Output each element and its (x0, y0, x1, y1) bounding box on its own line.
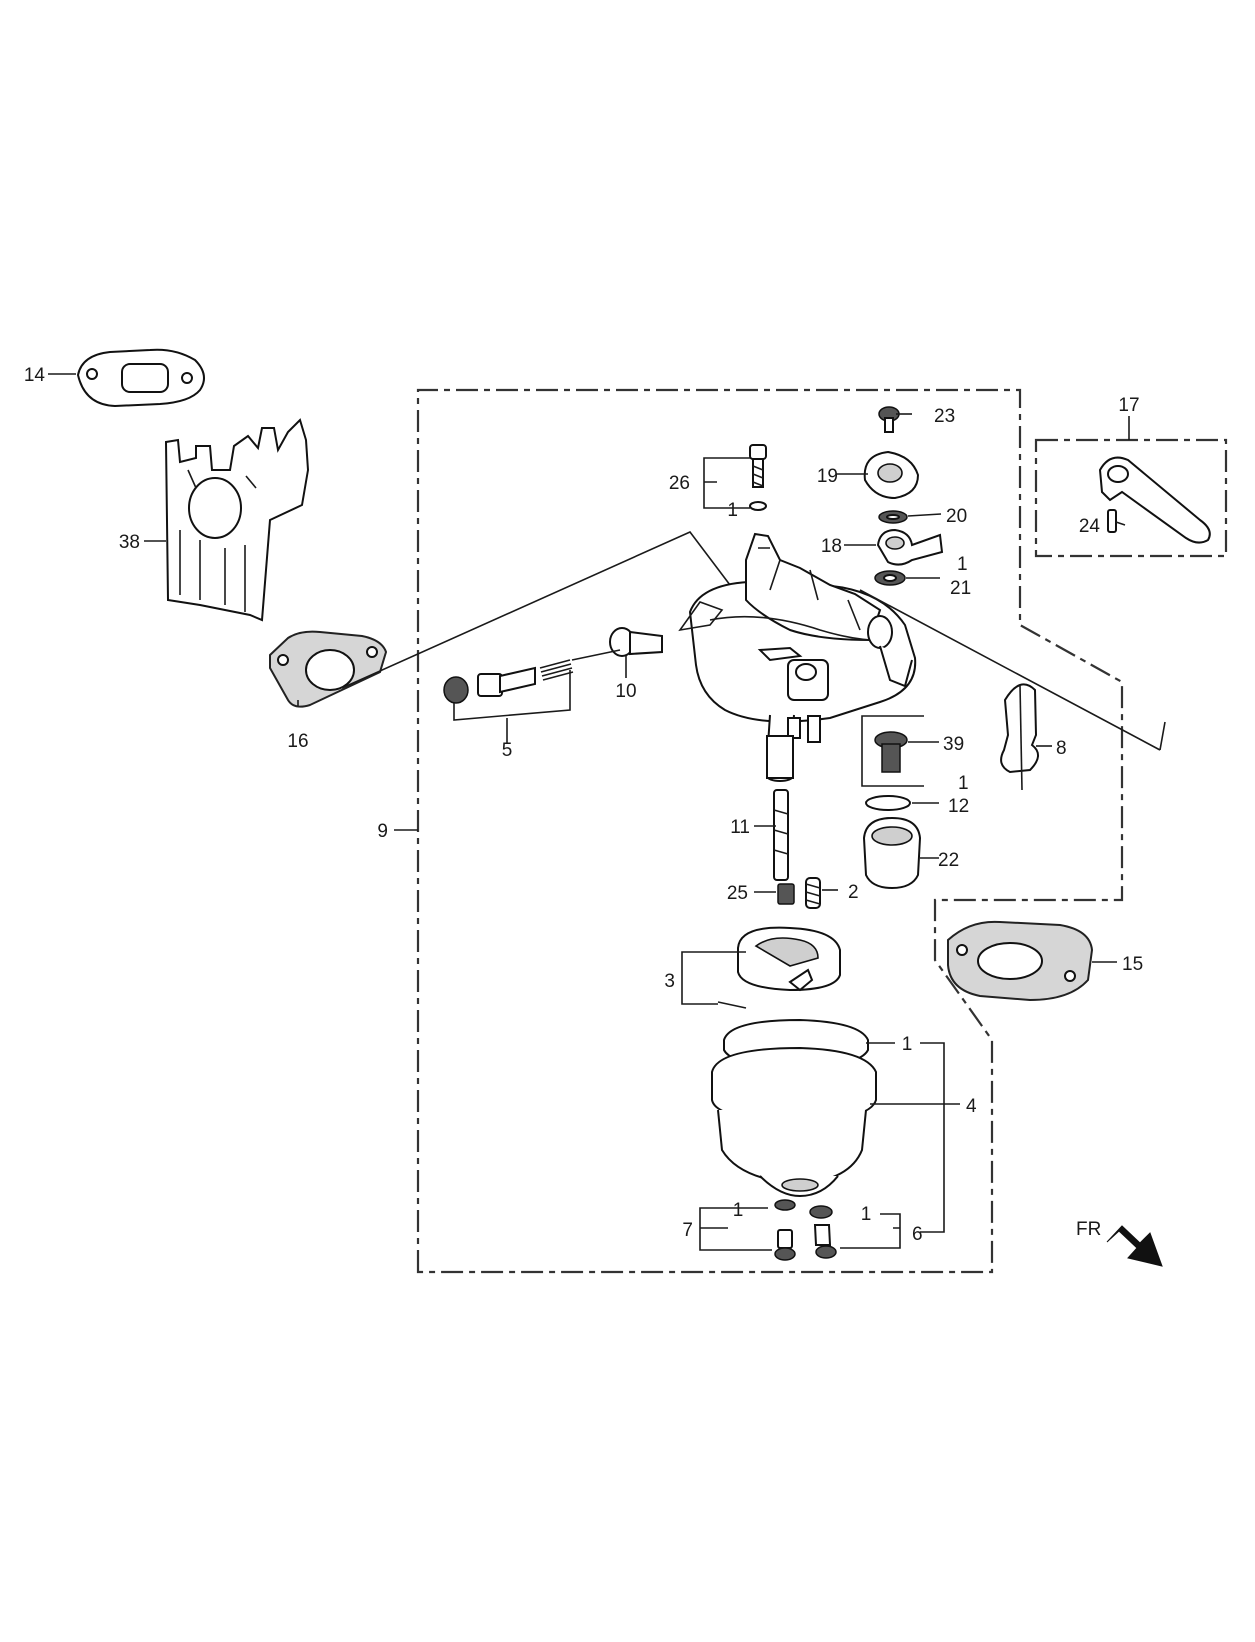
choke-lever-17 (1098, 456, 1211, 544)
callout-16: 16 (287, 731, 308, 752)
spring-2 (805, 877, 821, 909)
choke-valve-8 (1000, 683, 1039, 791)
cup-22 (862, 816, 922, 890)
float-3 (717, 926, 841, 1009)
callout-8: 8 (1056, 738, 1067, 759)
gasket-12 (865, 795, 911, 811)
callout-14: 14 (24, 365, 46, 386)
direction-label: FR (1076, 1219, 1101, 1240)
drain-screw-39 (861, 715, 924, 787)
callout-11: 11 (730, 817, 750, 838)
callout-18: 18 (821, 536, 842, 557)
pilot-screw-5 (443, 659, 574, 721)
gasket-14 (76, 348, 205, 408)
spring-20 (878, 510, 908, 524)
callout-21: 21 (950, 578, 971, 599)
sub-assembly-17-boundary (1034, 438, 1228, 558)
callout-labels: 14 38 16 5 10 9 26 1 23 19 20 18 1 21 17… (24, 365, 1143, 1245)
callout-24: 24 (1079, 516, 1101, 537)
callout-7: 7 (682, 1220, 693, 1241)
leader-16-to-carb (341, 531, 731, 689)
callout-5: 5 (502, 740, 513, 761)
callout-1-seal: 1 (902, 1034, 913, 1055)
lever-18 (876, 528, 944, 566)
pin-24 (1107, 509, 1117, 533)
bolt-6 (809, 1205, 837, 1259)
callout-23: 23 (934, 406, 955, 427)
assembly-boundary (416, 388, 1228, 1274)
float-bowl-4 (711, 1018, 877, 1198)
callout-15: 15 (1122, 954, 1143, 975)
callout-25: 25 (727, 883, 748, 904)
callout-22: 22 (938, 850, 959, 871)
callout-1-screw-26: 1 (727, 500, 738, 521)
callout-20: 20 (946, 506, 967, 527)
callout-12: 12 (948, 796, 969, 817)
callout-1-washer-21: 1 (957, 554, 968, 575)
tube-11 (773, 789, 789, 881)
callout-3: 3 (664, 971, 675, 992)
callout-1-bolt-6: 1 (861, 1204, 872, 1225)
callout-38: 38 (119, 532, 140, 553)
callout-4: 4 (966, 1096, 977, 1117)
washer-21 (874, 570, 906, 586)
bracket-38 (164, 418, 310, 622)
carburetor-body (678, 532, 917, 782)
callout-17: 17 (1118, 395, 1139, 416)
screw-26 (749, 444, 767, 511)
callout-9: 9 (377, 821, 388, 842)
callout-1-gasket-12: 1 (958, 773, 969, 794)
gasket-16 (269, 630, 388, 708)
jet-25 (777, 883, 795, 905)
cover-19 (863, 450, 920, 500)
callout-6: 6 (912, 1224, 923, 1245)
screw-23 (878, 406, 900, 433)
callout-10: 10 (615, 681, 636, 702)
front-direction-arrow (1106, 1225, 1163, 1267)
leader-lines (48, 373, 1130, 1251)
valve-10 (571, 627, 663, 661)
throttle-shaft (859, 589, 1166, 751)
callout-39: 39 (943, 734, 964, 755)
bolt-7 (774, 1199, 796, 1261)
callout-2: 2 (848, 882, 859, 903)
callout-19: 19 (817, 466, 838, 487)
gasket-15 (947, 920, 1094, 1002)
callout-26: 26 (669, 473, 690, 494)
callout-1-bolt-7: 1 (733, 1200, 744, 1221)
